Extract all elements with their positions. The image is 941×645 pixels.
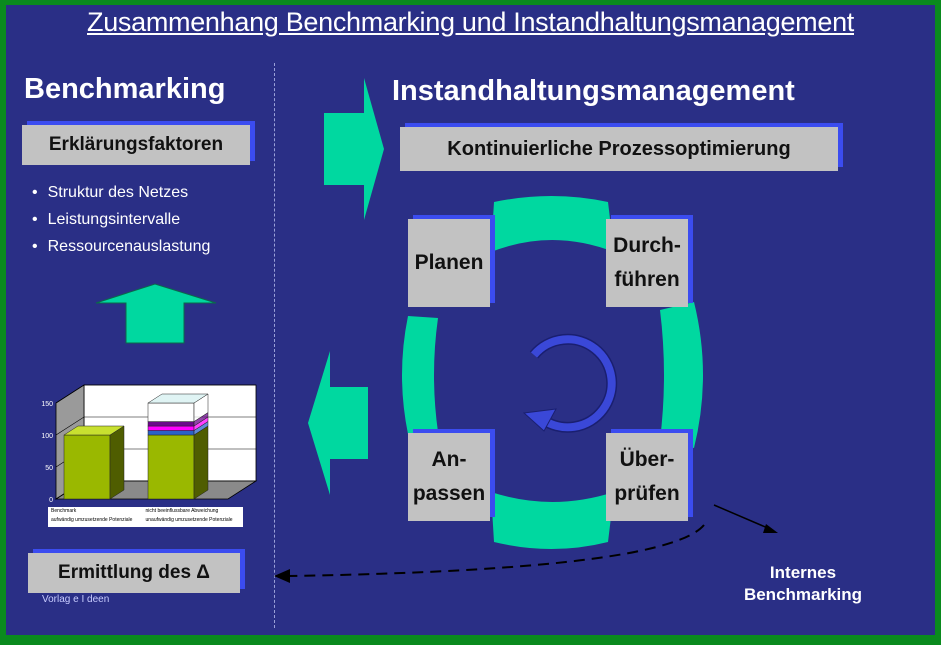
legend-item: Benchmark	[51, 508, 77, 514]
cycle-act-label-2: passen	[412, 482, 486, 505]
cycle-do-label-2: führen	[614, 268, 680, 291]
cycle-arc-left	[402, 316, 438, 434]
benchmarking-heading: Benchmarking	[24, 73, 226, 105]
page-title: Zusammenhang Benchmarking und Instandhal…	[87, 7, 854, 37]
cycle-act-box: An- passen	[408, 433, 490, 521]
chart-bar-top	[63, 425, 125, 436]
benchmark-chart: 0 50 100 150	[41, 384, 258, 504]
cycle-plan-label: Planen	[414, 251, 484, 274]
factors-box: Erklärungsfaktoren	[22, 125, 250, 165]
chart-bars	[63, 393, 209, 500]
legend-item: unaufwändig umzusetzende Potenziale	[145, 517, 233, 523]
chart-tick-label: 50	[45, 465, 53, 472]
cycle-ring	[402, 196, 703, 549]
cycle-arc-bottom	[491, 492, 614, 549]
result-box-label: Ermittlung des Δ	[58, 562, 210, 583]
cycle-check-box: Über- prüfen	[606, 433, 688, 521]
rotate-cycle-icon	[522, 333, 618, 433]
process-box: Kontinuierliche Prozessoptimierung	[400, 127, 838, 171]
cycle-check-label-2: prüfen	[614, 482, 680, 505]
feedback-dashed-arrow	[287, 524, 705, 577]
chart-ticks: 0 50 100 150	[41, 401, 53, 504]
chart-gridline	[55, 384, 256, 404]
section-divider	[274, 63, 275, 628]
footer-note: Vorlag e I deen	[42, 594, 110, 605]
legend-item: nicht beeinflussbare Abweichung	[145, 508, 219, 514]
chart-bar	[63, 434, 111, 500]
cycle-arc-right	[660, 302, 703, 448]
chart-legend: Benchmark nicht beeinflussbare Abweichun…	[48, 507, 243, 527]
left-arrow	[308, 351, 368, 495]
chart-tick-label: 0	[49, 497, 53, 504]
chart-bar-top	[147, 393, 209, 404]
legend-item: aufwändig umzusetzende Potenziale	[51, 517, 133, 523]
internal-benchmarking-label: Internes Benchmarking	[718, 562, 888, 606]
cycle-arc-top	[491, 196, 614, 252]
result-box: Ermittlung des Δ	[28, 553, 240, 593]
cycle-act-label-1: An-	[431, 448, 467, 471]
cycle-check-label-1: Über-	[619, 448, 675, 471]
internal-arrow	[713, 504, 771, 530]
cycle-plan-box: Planen	[408, 219, 490, 307]
factors-list: Struktur des Netzes Leistungsintervalle …	[32, 179, 211, 260]
cycle-do-box: Durch- führen	[606, 219, 688, 307]
list-item: Struktur des Netzes	[32, 179, 210, 206]
maintenance-heading: Instandhaltungsmanagement	[392, 75, 795, 107]
internal-label-2: Benchmarking	[743, 585, 863, 604]
list-item: Ressourcenauslastung	[32, 233, 211, 260]
cycle-do-label-1: Durch-	[613, 234, 681, 257]
up-arrow	[95, 283, 217, 344]
slide: Zusammenhang Benchmarking und Instandhal…	[6, 5, 935, 635]
internal-label-1: Internes	[769, 563, 837, 582]
chart-tick-label: 100	[41, 433, 53, 440]
factors-box-label: Erklärungsfaktoren	[48, 134, 224, 155]
list-item: Leistungsintervalle	[32, 206, 210, 233]
chart-tick-label: 150	[41, 401, 53, 408]
process-box-label: Kontinuierliche Prozessoptimierung	[447, 137, 791, 160]
connector-arrows	[274, 504, 778, 583]
right-arrow	[324, 78, 384, 220]
